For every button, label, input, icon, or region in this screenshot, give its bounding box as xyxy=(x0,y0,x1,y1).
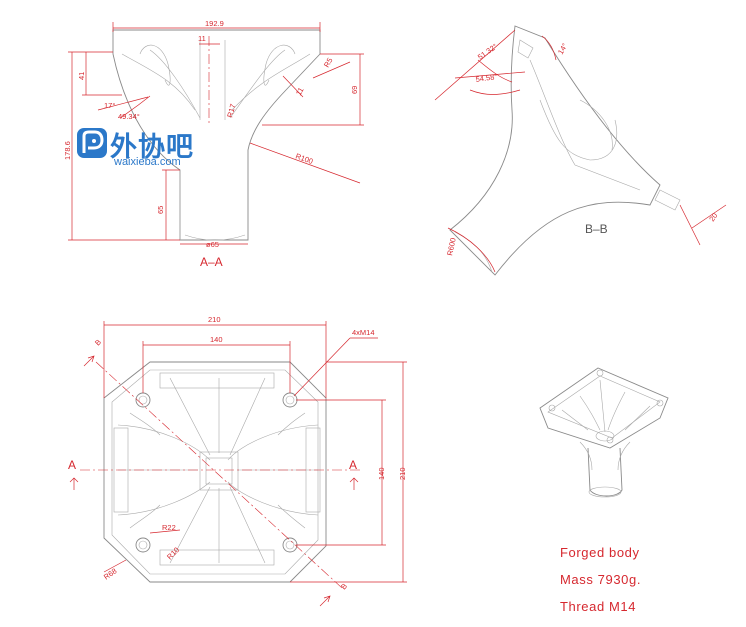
dim-h69: 69 xyxy=(350,86,359,94)
dim-bb-angle-1: 51.32° xyxy=(476,42,499,62)
dim-angle-1: 17° xyxy=(104,101,115,110)
section-bb-title: B–B xyxy=(585,222,608,236)
dim-bb-angle-3: 14° xyxy=(556,42,569,56)
section-a-label-left: A xyxy=(68,458,76,472)
section-b-label-top: B xyxy=(93,338,103,348)
dim-plan-h210: 210 xyxy=(398,467,407,480)
dim-r100: R100 xyxy=(294,151,314,166)
isometric-view xyxy=(539,367,669,498)
section-aa-view: 192.9 11 178.6 41 17° 49.34° R5 11 R17 6… xyxy=(63,19,364,269)
dim-plan-r10: R10 xyxy=(165,545,181,561)
dim-rib: 11 xyxy=(294,86,306,97)
dim-flange: 41 xyxy=(77,72,86,80)
dim-angle-2: 49.34° xyxy=(118,112,140,121)
note-line-3: Thread M14 xyxy=(560,599,636,614)
watermark-text-en: waixieba.com xyxy=(114,156,181,168)
dim-bb-d20: 20 xyxy=(707,211,719,223)
dim-plan-holes: 4xM14 xyxy=(352,328,375,337)
dim-bb-r600: R600 xyxy=(445,237,458,256)
dim-r17: R17 xyxy=(225,103,237,119)
dim-plan-r22: R22 xyxy=(162,523,176,532)
section-b-label-bottom: B xyxy=(339,582,349,592)
dim-height-total: 178.6 xyxy=(63,141,72,160)
dim-diameter: ø65 xyxy=(206,240,219,249)
section-a-label-right: A xyxy=(349,458,357,472)
dim-bb-angle-2: 54.58° xyxy=(475,72,498,84)
dim-plan-h140: 140 xyxy=(377,467,386,480)
dim-r5: R5 xyxy=(322,56,335,69)
dim-slot: 11 xyxy=(198,34,206,43)
dim-plan-r68: R68 xyxy=(102,566,118,581)
section-bb-view: 51.32° 54.58° 14° 20 R600 B–B xyxy=(434,25,727,276)
dim-plan-w210: 210 xyxy=(208,315,221,324)
plan-view: A A B B 210 140 4xM14 140 210 R22 R10 R6… xyxy=(68,315,407,607)
section-aa-title: A–A xyxy=(200,255,223,269)
note-line-2: Mass 7930g. xyxy=(560,572,641,587)
watermark-logo-icon xyxy=(77,128,107,158)
dim-h65: 65 xyxy=(156,206,165,214)
dim-plan-w140: 140 xyxy=(210,335,223,344)
note-line-1: Forged body xyxy=(560,545,640,560)
dim-top-width: 192.9 xyxy=(205,19,224,28)
drawing-notes: Forged body Mass 7930g. Thread M14 xyxy=(560,545,641,614)
watermark-text-cn: 外协吧 xyxy=(110,132,194,163)
